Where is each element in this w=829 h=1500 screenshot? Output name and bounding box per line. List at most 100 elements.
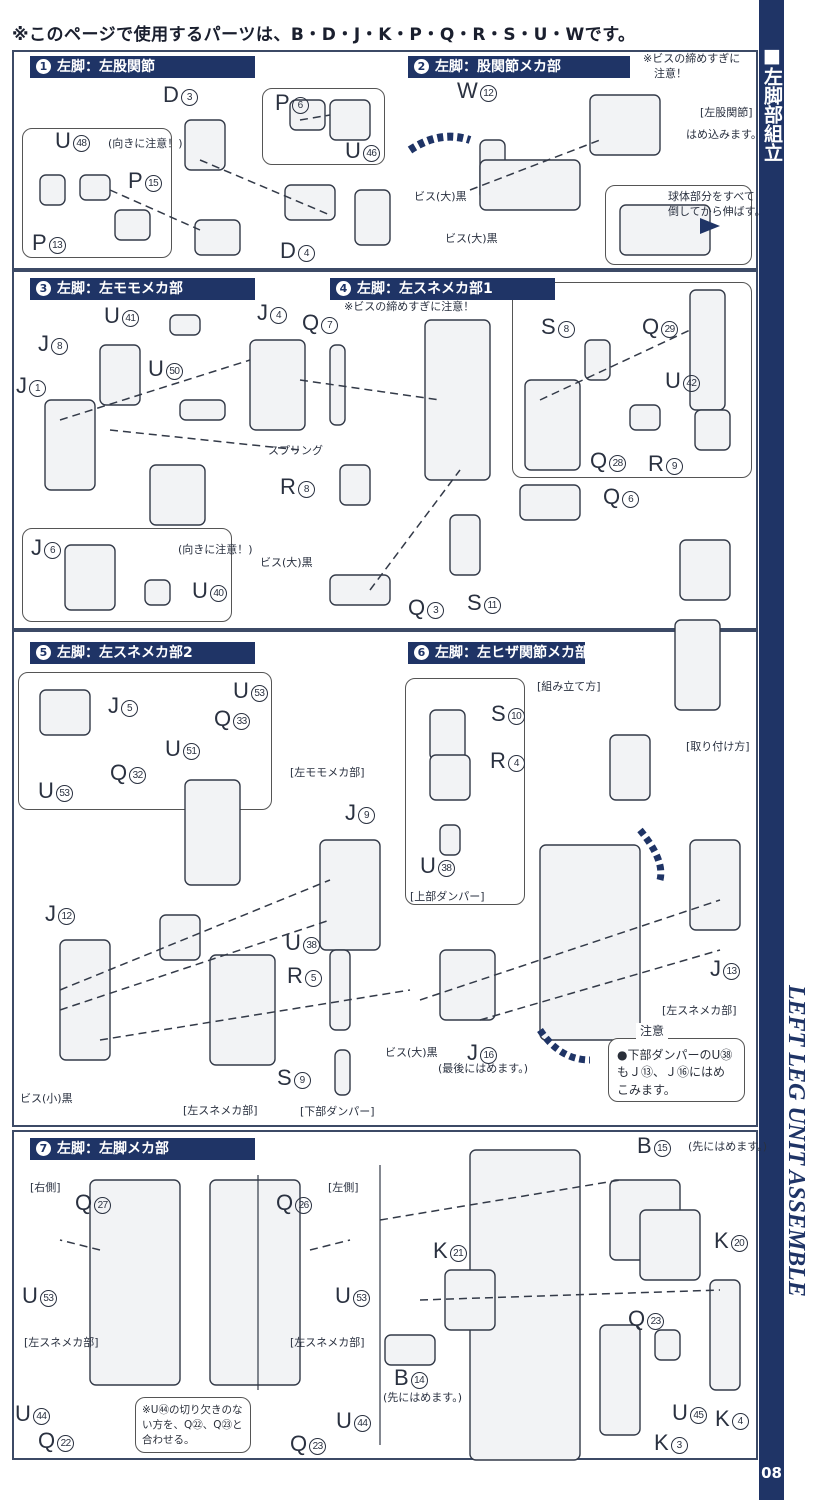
part-letter: U xyxy=(420,853,436,878)
part-drawing xyxy=(334,1049,351,1096)
part-number: 11 xyxy=(483,597,501,614)
part-number: 42 xyxy=(682,375,700,392)
part-number: 40 xyxy=(209,585,227,602)
part-number: 32 xyxy=(129,767,147,784)
part-drawing xyxy=(539,844,641,1041)
annotation-text: [下部ダンパー] xyxy=(300,1105,375,1118)
part-letter: Q xyxy=(290,1431,308,1456)
part-drawing xyxy=(599,1324,641,1436)
part-letter: B xyxy=(637,1133,652,1158)
part-number: 15 xyxy=(144,175,162,192)
part-number: 5 xyxy=(304,970,322,987)
annotation-text: (最後にはめます。) xyxy=(438,1062,528,1075)
part-number: 3 xyxy=(670,1437,688,1454)
part-number: 23 xyxy=(309,1438,327,1455)
part-number: 8 xyxy=(297,481,315,498)
part-drawing xyxy=(689,289,726,411)
part-drawing xyxy=(609,734,651,801)
part-letter: R xyxy=(287,963,303,988)
part-drawing xyxy=(209,954,276,1066)
part-drawing xyxy=(329,949,351,1031)
part-letter: J xyxy=(38,331,49,356)
part-number: 50 xyxy=(165,363,183,380)
step-1-inset-left xyxy=(22,128,172,258)
assembly-guide-line xyxy=(59,919,331,1011)
part-drawing xyxy=(674,619,721,711)
part-number: 6 xyxy=(291,97,309,114)
part-number: 8 xyxy=(51,338,68,355)
part-number: 12 xyxy=(479,85,497,102)
part-letter: J xyxy=(16,373,27,398)
assembly-guide-line xyxy=(539,329,691,401)
part-drawing xyxy=(424,319,491,481)
annotation-text: ビス(大)黒 xyxy=(385,1046,438,1059)
step-5-inset xyxy=(18,672,272,810)
assembly-guide-line xyxy=(309,1239,351,1251)
arrow-right-icon xyxy=(700,218,720,234)
part-drawing xyxy=(159,914,201,961)
part-number: 48 xyxy=(72,135,90,152)
part-drawing xyxy=(99,344,141,406)
assembly-guide-line xyxy=(419,899,721,1001)
part-drawing xyxy=(439,824,461,856)
part-letter: Q xyxy=(628,1306,646,1331)
part-letter: S xyxy=(541,314,556,339)
part-letter: Q xyxy=(642,314,660,339)
part-drawing xyxy=(169,314,201,336)
part-number: 41 xyxy=(121,310,139,327)
annotation-text: (先にはめます。) xyxy=(383,1391,462,1404)
part-drawing xyxy=(439,949,496,1021)
annotation-text: ビス(大)黒 xyxy=(445,232,498,245)
annotation-text: ビス(小)黒 xyxy=(20,1092,73,1105)
part-number: 16 xyxy=(480,1047,497,1064)
part-drawing xyxy=(284,184,336,221)
part-number: 28 xyxy=(609,455,627,472)
part-number: 44 xyxy=(353,1415,371,1432)
assembly-guide-line xyxy=(59,1239,101,1251)
part-letter: U xyxy=(233,678,249,703)
part-drawing xyxy=(59,939,111,1061)
part-letter: R xyxy=(490,748,506,773)
assembly-guide-line xyxy=(479,949,721,1021)
assembly-guide-line xyxy=(419,1289,721,1301)
motion-arrow-icon xyxy=(407,132,472,154)
part-number: 27 xyxy=(94,1197,112,1214)
annotation-text: [左スネメカ部] xyxy=(662,1004,737,1017)
part-letter: J xyxy=(108,693,119,718)
part-number: 6 xyxy=(44,542,61,559)
part-letter: U xyxy=(192,578,208,603)
part-drawing xyxy=(679,539,731,601)
part-letter: J xyxy=(345,800,356,825)
part-letter: U xyxy=(336,1408,352,1433)
annotation-text: スプリング xyxy=(268,444,323,457)
frame-row-4 xyxy=(12,1130,758,1460)
annotation-text: [組み立て方] xyxy=(537,680,601,693)
annotation-text: [左スネメカ部] xyxy=(290,1336,365,1349)
rotate-arrow-icon xyxy=(637,827,665,881)
part-letter: Q xyxy=(603,484,621,509)
part-number: 20 xyxy=(730,1235,748,1252)
